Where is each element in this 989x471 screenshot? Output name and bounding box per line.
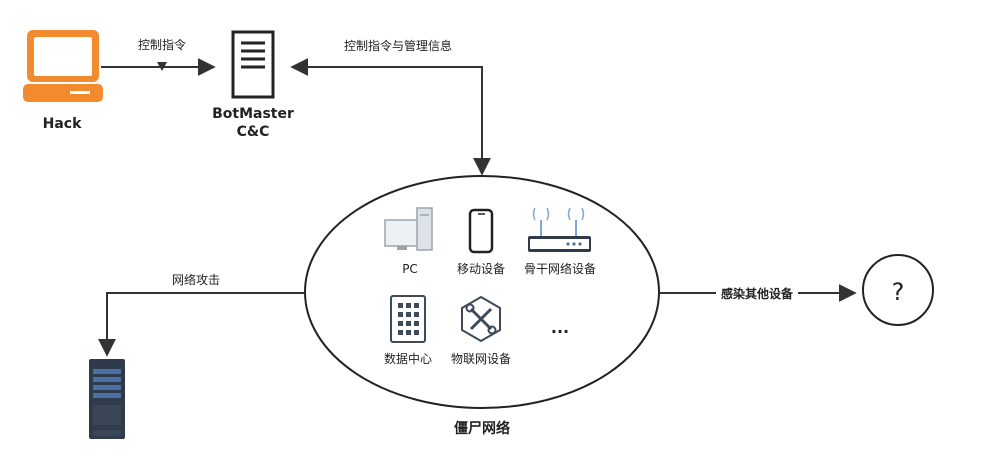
target-server-icon	[89, 359, 125, 439]
backbone-label: 骨干网络设备	[524, 261, 596, 276]
hack-label: Hack	[43, 116, 82, 132]
control-management-label: 控制指令与管理信息	[344, 38, 452, 53]
botmaster-label: BotMaster	[212, 106, 294, 122]
infect-label-bg	[716, 286, 798, 302]
network-attack-label: 网络攻击	[172, 272, 220, 287]
server-icon	[231, 30, 275, 99]
iot-label: 物联网设备	[451, 352, 511, 366]
control-management-arrow	[290, 58, 491, 176]
botnet-label: 僵尸网络	[454, 420, 510, 437]
unknown-device-circle	[862, 254, 934, 326]
router-icon	[528, 207, 591, 252]
cc-label: C&C	[237, 124, 270, 140]
laptop-icon	[23, 30, 103, 102]
pc-icon	[384, 207, 433, 251]
unknown-device-label: ?	[892, 278, 905, 306]
control-command-label: 控制指令	[138, 37, 186, 52]
infect-label-text: 感染其他设备	[721, 286, 794, 301]
network-attack-arrow	[98, 292, 305, 357]
pc-label: PC	[402, 262, 418, 276]
arrow-marker	[157, 62, 167, 71]
more-devices-ellipsis: ...	[551, 318, 569, 337]
iot-tools-icon	[461, 295, 501, 343]
mobile-label: 移动设备	[457, 262, 505, 276]
mobile-icon	[468, 208, 494, 254]
datacenter-label: 数据中心	[384, 351, 432, 366]
datacenter-icon	[390, 295, 426, 343]
